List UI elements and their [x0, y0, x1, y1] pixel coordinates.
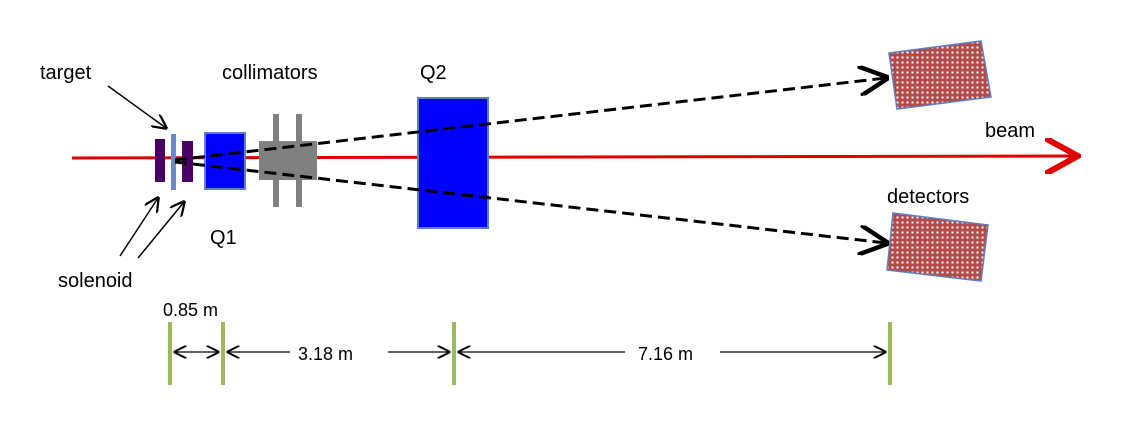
label-detectors: detectors — [887, 186, 969, 208]
marker-detectors — [888, 322, 892, 385]
label-beam: beam — [985, 120, 1035, 142]
distance-label-3: 7.16 m — [638, 344, 693, 364]
marker-q1 — [221, 322, 225, 385]
label-collimators: collimators — [222, 62, 318, 84]
trajectory-upper — [174, 78, 886, 162]
solenoid-coil-left — [155, 139, 165, 182]
label-target: target — [40, 62, 92, 84]
distance-label-1: 0.85 m — [163, 300, 218, 320]
distance-label-2: 3.18 m — [298, 344, 353, 364]
label-solenoid: solenoid — [58, 270, 133, 292]
marker-q2 — [452, 322, 456, 385]
solenoid-coil-right — [182, 141, 193, 182]
detector-upper — [888, 40, 992, 110]
target-foil — [171, 134, 176, 190]
solenoid-pointer-arrow-2 — [137, 202, 184, 259]
detector-lower — [886, 212, 989, 282]
q2-magnet — [417, 97, 489, 229]
label-q2: Q2 — [420, 62, 447, 84]
q1-magnet — [204, 132, 246, 190]
label-q1: Q1 — [210, 227, 237, 249]
marker-target — [168, 322, 172, 385]
trajectory-lower — [174, 160, 886, 243]
target-pointer-arrow — [107, 85, 166, 128]
solenoid-pointer-arrow-1 — [119, 198, 158, 257]
